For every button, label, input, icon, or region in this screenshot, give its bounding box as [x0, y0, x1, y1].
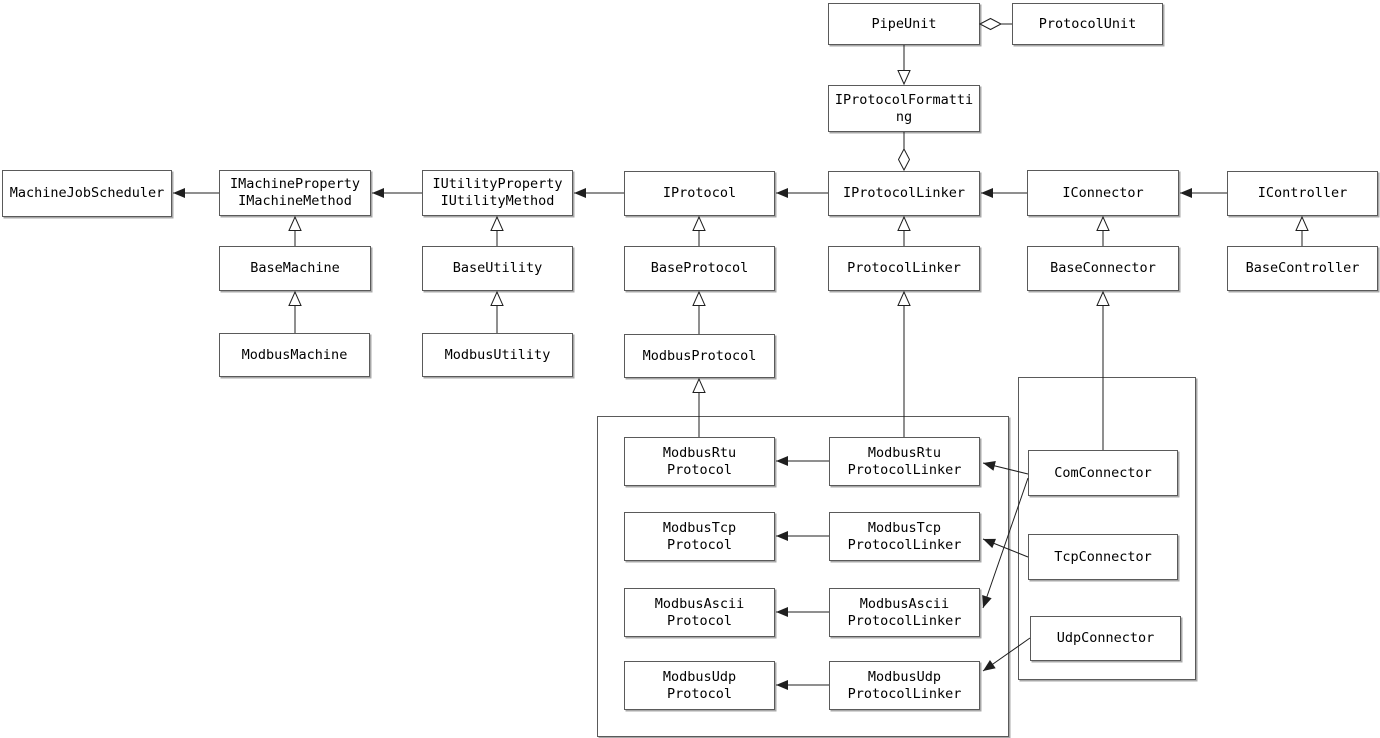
class-box-modbus-tcp-protocol-linker: ModbusTcp ProtocolLinker	[829, 512, 980, 561]
class-box-base-protocol: BaseProtocol	[624, 246, 775, 291]
class-box-iutility-property-method: IUtilityProperty IUtilityMethod	[422, 170, 573, 216]
class-box-modbus-rtu-protocol: ModbusRtu Protocol	[624, 437, 775, 486]
agg-diamond-pipeunit	[978, 17, 1003, 31]
class-box-base-connector: BaseConnector	[1027, 246, 1179, 291]
class-box-imachine-property-method: IMachineProperty IMachineMethod	[219, 170, 371, 216]
class-box-modbus-utility: ModbusUtility	[422, 333, 573, 377]
class-box-modbus-udp-protocol: ModbusUdp Protocol	[624, 661, 775, 710]
class-box-modbus-protocol: ModbusProtocol	[624, 334, 775, 378]
class-box-tcp-connector: TcpConnector	[1028, 534, 1178, 580]
class-box-udp-connector: UdpConnector	[1030, 616, 1181, 661]
class-box-machine-job-scheduler: MachineJobScheduler	[2, 170, 172, 217]
class-box-base-machine: BaseMachine	[219, 246, 371, 291]
class-box-iconnector: IConnector	[1027, 170, 1179, 216]
class-box-modbus-rtu-protocol-linker: ModbusRtu ProtocolLinker	[829, 437, 980, 486]
class-box-base-utility: BaseUtility	[422, 246, 573, 291]
class-box-icontroller: IController	[1227, 171, 1378, 216]
class-box-protocol-linker: ProtocolLinker	[828, 246, 980, 291]
class-box-modbus-tcp-protocol: ModbusTcp Protocol	[624, 512, 775, 561]
class-box-modbus-machine: ModbusMachine	[219, 333, 370, 377]
class-box-iprotocol-linker: IProtocolLinker	[828, 171, 980, 216]
class-box-modbus-ascii-protocol: ModbusAscii Protocol	[624, 588, 775, 637]
class-box-protocol-unit: ProtocolUnit	[1012, 3, 1163, 45]
class-box-pipe-unit: PipeUnit	[828, 3, 980, 45]
class-box-iprotocol-formatting: IProtocolFormatti ng	[828, 85, 980, 132]
class-box-com-connector: ComConnector	[1028, 450, 1178, 496]
agg-diamond-iprotocollinker	[897, 147, 911, 172]
class-box-modbus-udp-protocol-linker: ModbusUdp ProtocolLinker	[829, 661, 980, 710]
class-box-iprotocol: IProtocol	[624, 171, 775, 216]
class-box-modbus-ascii-protocol-linker: ModbusAscii ProtocolLinker	[829, 588, 980, 637]
class-box-base-controller: BaseController	[1227, 246, 1378, 291]
